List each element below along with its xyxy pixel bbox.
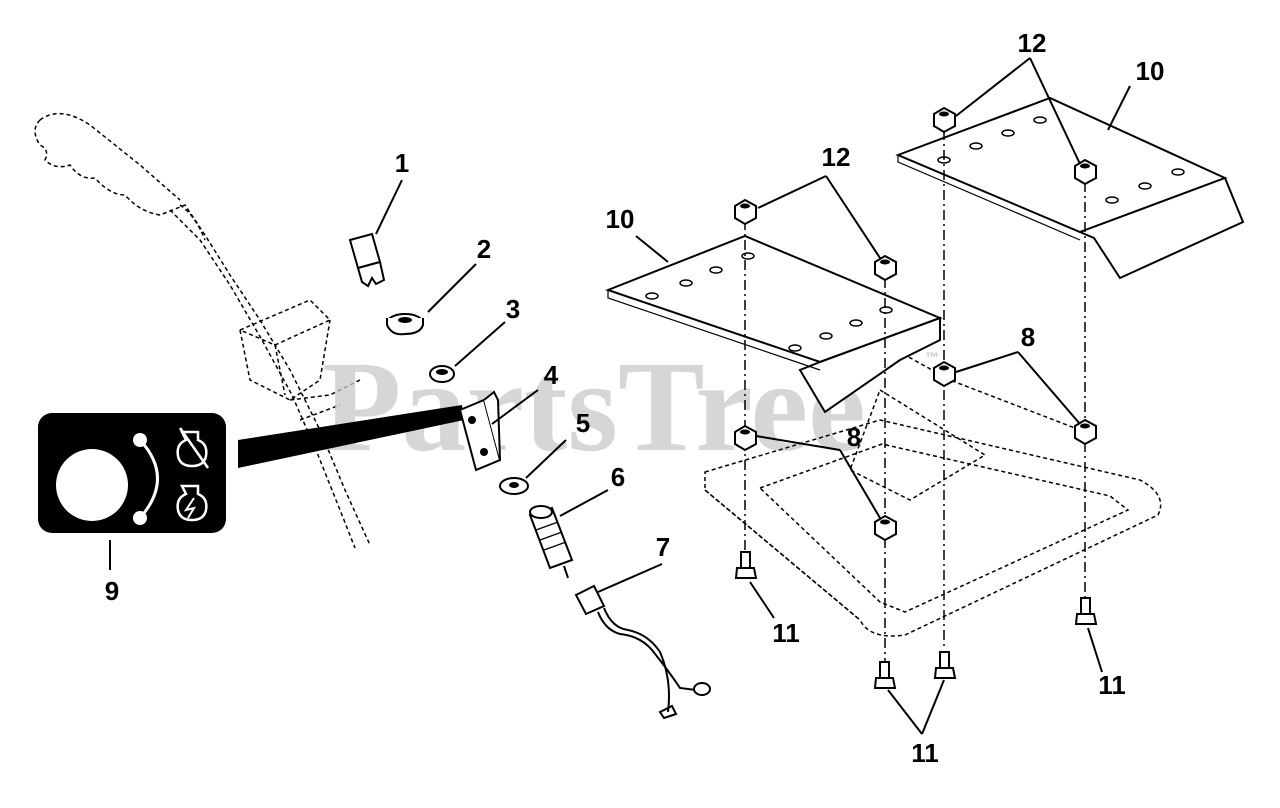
callout-1: 1 (395, 148, 409, 178)
part-8-nut-b (874, 514, 897, 542)
hex-nuts (734, 106, 1097, 542)
part-12-nut-b (874, 254, 897, 282)
callout-8-lower: 8 (847, 422, 861, 452)
engine-start-icon (176, 484, 208, 522)
part-12-nut-a (734, 198, 757, 226)
part-5-washer (499, 439, 567, 495)
handle-outline (34, 112, 371, 549)
callout-11-bottom: 11 (911, 738, 939, 768)
callout-5: 5 (576, 408, 590, 438)
callout-11-left: 11 (772, 618, 800, 648)
part-6-switch (528, 489, 609, 579)
callout-10-front: 10 (606, 204, 635, 234)
callout-12-rear: 12 (1018, 28, 1047, 58)
callout-4: 4 (544, 360, 559, 390)
callout-12-front: 12 (822, 142, 851, 172)
part-12-nut-d (1074, 158, 1097, 186)
callout-labels: 1 2 3 4 5 6 7 8 8 9 10 10 11 11 11 12 12 (105, 28, 1165, 768)
mower-frame (704, 329, 1162, 637)
watermark-trademark: ™ (925, 349, 939, 365)
callout-10-rear: 10 (1136, 56, 1165, 86)
part-10-skid-plate-rear (895, 85, 1245, 280)
watermark-text: PartsTree (322, 335, 866, 479)
callout-3: 3 (506, 294, 520, 324)
part-8-nut-a (734, 424, 757, 452)
callout-8-upper: 8 (1021, 322, 1035, 352)
part-11-bolt-b (873, 661, 897, 689)
callout-2: 2 (477, 234, 491, 264)
handle-bracket (238, 299, 361, 421)
bolts (734, 551, 1098, 689)
part-12-nut-c (933, 106, 956, 134)
part-2-spacer (386, 263, 477, 336)
part-8-nut-d (1074, 418, 1097, 446)
part-8-nut-c (933, 360, 956, 388)
decal (38, 405, 464, 533)
callout-6: 6 (611, 462, 625, 492)
part-11-bolt-c (933, 651, 957, 679)
callout-9: 9 (105, 576, 119, 606)
callout-11-right: 11 (1098, 670, 1126, 700)
part-7-wire-harness (574, 563, 711, 720)
callout-7: 7 (656, 532, 670, 562)
assembly-centerlines (744, 130, 1086, 665)
part-11-bolt-d (1074, 597, 1098, 625)
part-10-skid-plate-front (605, 234, 943, 414)
leader-lines (109, 57, 1103, 735)
engine-off-icon (176, 427, 210, 469)
part-1-key (348, 179, 403, 288)
part-4-bracket (458, 389, 539, 472)
part-11-bolt-a (734, 551, 758, 579)
part-3-nut (429, 321, 506, 383)
